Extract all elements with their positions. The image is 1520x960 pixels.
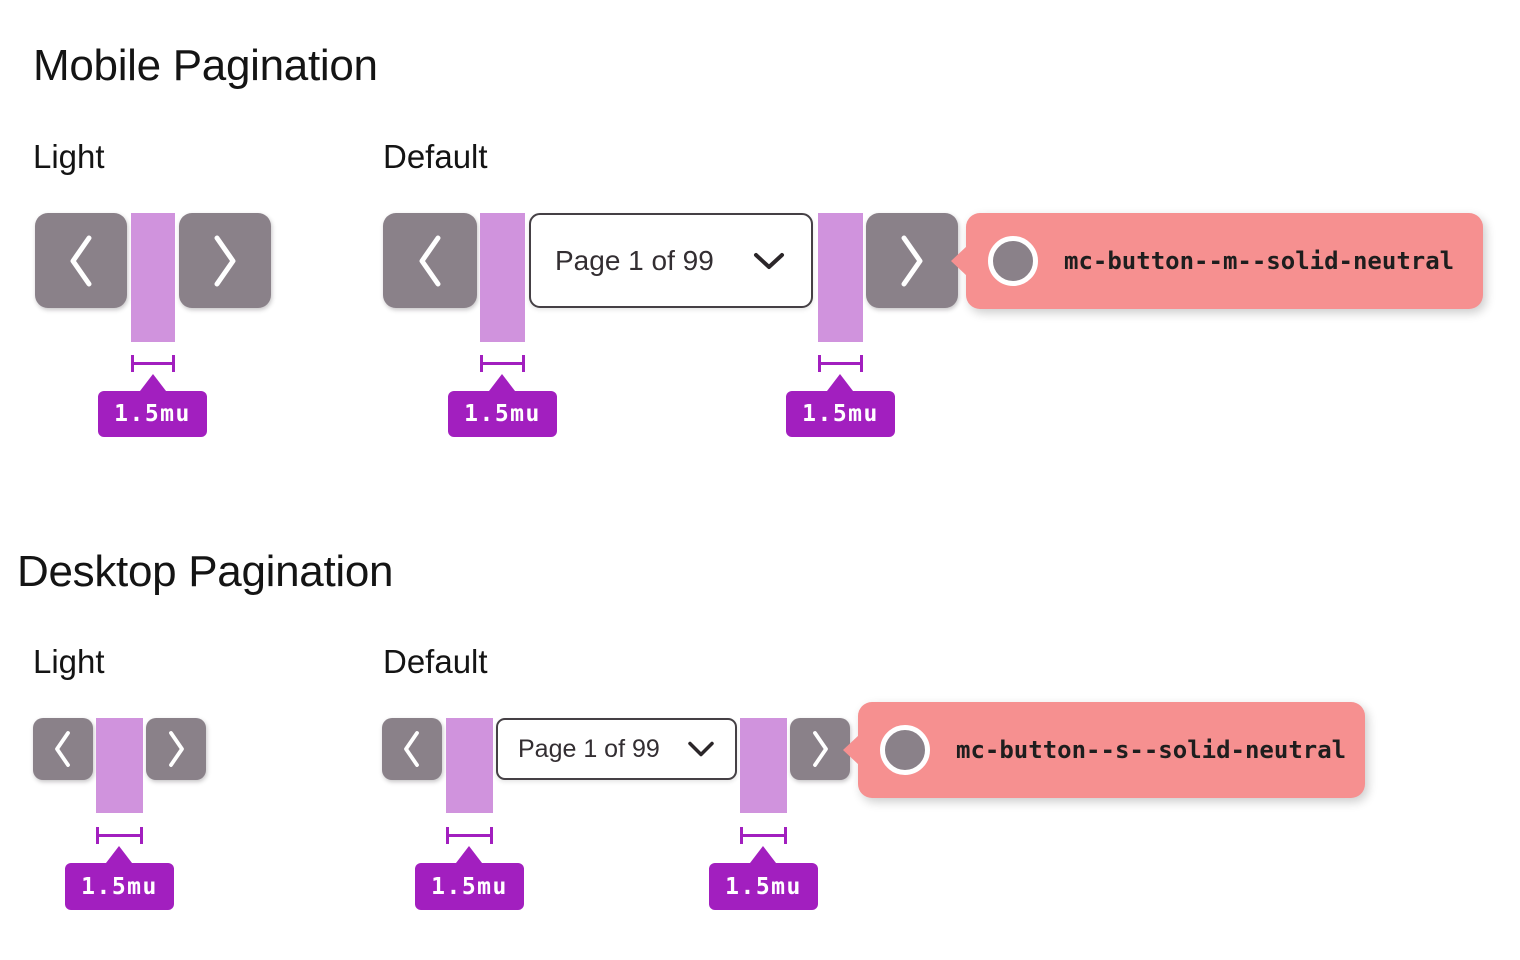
measurement-bracket [96, 827, 143, 844]
token-annotation-label: mc-button--s--solid-neutral [956, 736, 1347, 764]
spacing-badge-caret [106, 846, 132, 863]
chevron-left-icon [404, 731, 419, 767]
spacing-badge: 1.5mu [448, 391, 557, 437]
spacing-badge-caret [489, 374, 515, 391]
prev-page-button[interactable] [35, 213, 127, 308]
chevron-right-icon [813, 731, 828, 767]
measurement-bracket [818, 355, 863, 372]
desktop-section-title: Desktop Pagination [17, 547, 394, 596]
spacing-badge-label: 1.5mu [81, 873, 158, 900]
spacing-badge: 1.5mu [415, 863, 524, 910]
page-select-value: Page 1 of 99 [518, 734, 660, 763]
mobile-section-title: Mobile Pagination [33, 41, 378, 90]
spacing-highlight [740, 718, 787, 813]
token-annotation: mc-button--m--solid-neutral [951, 213, 1483, 309]
spacing-badge: 1.5mu [65, 863, 174, 910]
page-select-value: Page 1 of 99 [555, 244, 714, 276]
chevron-right-icon [169, 731, 184, 767]
chevron-left-icon [419, 235, 441, 286]
next-page-button[interactable] [146, 718, 206, 780]
spacing-badge-label: 1.5mu [802, 401, 879, 427]
token-annotation: mc-button--s--solid-neutral [843, 702, 1365, 798]
spacing-badge: 1.5mu [709, 863, 818, 910]
spacing-badge-label: 1.5mu [464, 401, 541, 427]
chevron-right-icon [214, 235, 236, 286]
variant-label-light: Light [33, 138, 105, 175]
spacing-badge-label: 1.5mu [725, 873, 802, 900]
spacing-badge-caret [827, 374, 853, 391]
spacing-badge-label: 1.5mu [431, 873, 508, 900]
spacing-highlight [96, 718, 143, 813]
spacing-highlight [480, 213, 525, 342]
prev-page-button[interactable] [383, 213, 477, 308]
chevron-right-icon [901, 235, 923, 286]
measurement-bracket [446, 827, 493, 844]
annotation-tail [843, 735, 859, 765]
chevron-left-icon [70, 235, 92, 286]
prev-page-button[interactable] [382, 718, 442, 780]
chevron-down-icon [688, 741, 714, 757]
spacing-highlight [131, 213, 175, 342]
next-page-button[interactable] [790, 718, 850, 780]
page-select-dropdown[interactable]: Page 1 of 99 [496, 718, 737, 780]
token-annotation-label: mc-button--m--solid-neutral [1064, 247, 1455, 275]
token-marker-circle [880, 725, 930, 775]
measurement-bracket [480, 355, 525, 372]
spacing-badge-caret [140, 374, 166, 391]
token-marker-circle [988, 236, 1038, 286]
next-page-button[interactable] [866, 213, 958, 308]
page-select-dropdown[interactable]: Page 1 of 99 [529, 213, 813, 308]
variant-label-default: Default [383, 138, 488, 175]
chevron-left-icon [55, 731, 70, 767]
variant-label-light: Light [33, 643, 105, 680]
measurement-bracket [740, 827, 787, 844]
spacing-badge-label: 1.5mu [114, 401, 191, 427]
next-page-button[interactable] [179, 213, 271, 308]
spacing-badge: 1.5mu [98, 391, 207, 437]
spacing-badge: 1.5mu [786, 391, 895, 437]
spacing-badge-caret [750, 846, 776, 863]
measurement-bracket [131, 355, 175, 372]
annotation-tail [951, 246, 967, 276]
spacing-highlight [818, 213, 863, 342]
spacing-badge-caret [456, 846, 482, 863]
chevron-down-icon [754, 252, 784, 269]
spacing-highlight [446, 718, 493, 813]
prev-page-button[interactable] [33, 718, 93, 780]
variant-label-default: Default [383, 643, 488, 680]
